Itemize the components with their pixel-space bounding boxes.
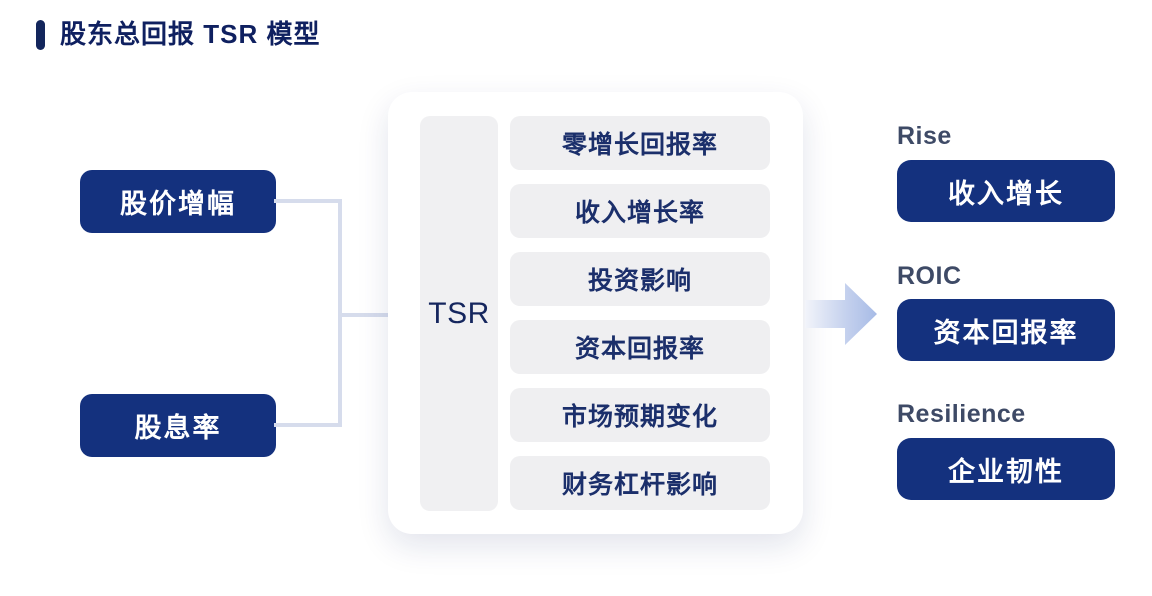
tsr-component-market-expectation-change: 市场预期变化: [510, 388, 770, 442]
tsr-label-panel: TSR: [420, 116, 498, 511]
output-node-label: 资本回报率: [933, 317, 1079, 348]
tsr-component-zero-growth-return: 零增长回报率: [510, 116, 770, 170]
input-node-share-price-gain: 股价增幅: [80, 170, 276, 233]
output-node-label: 企业韧性: [948, 456, 1064, 487]
connector-bottom-segment: [274, 423, 340, 427]
tsr-component-financial-leverage-impact: 财务杠杆影响: [510, 456, 770, 510]
output-node-label: 收入增长: [948, 178, 1064, 209]
output-caption-rise: Rise: [897, 122, 952, 150]
output-caption-resilience: Resilience: [897, 400, 1026, 428]
tsr-card: TSR 零增长回报率 收入增长率 投资影响 资本回报率 市场预期变化 财务杠杆影…: [388, 92, 803, 534]
tsr-component-investment-impact: 投资影响: [510, 252, 770, 306]
connector-top-segment: [274, 199, 340, 203]
tsr-component-list: 零增长回报率 收入增长率 投资影响 资本回报率 市场预期变化 财务杠杆影响: [510, 116, 770, 510]
output-node-return-on-capital: 资本回报率: [897, 299, 1115, 361]
tsr-component-revenue-growth-rate: 收入增长率: [510, 184, 770, 238]
title-marker-bar: [36, 20, 45, 50]
input-node-label: 股价增幅: [120, 189, 236, 219]
connector-middle-segment: [340, 313, 392, 317]
input-node-label: 股息率: [134, 413, 222, 443]
tsr-component-return-on-capital: 资本回报率: [510, 320, 770, 374]
output-caption-roic: ROIC: [897, 262, 962, 290]
page-title: 股东总回报 TSR 模型: [60, 19, 321, 49]
right-arrow-icon: [805, 283, 877, 345]
input-node-dividend-yield: 股息率: [80, 394, 276, 457]
output-node-corporate-resilience: 企业韧性: [897, 438, 1115, 500]
tsr-label: TSR: [428, 296, 490, 330]
output-node-revenue-growth: 收入增长: [897, 160, 1115, 222]
